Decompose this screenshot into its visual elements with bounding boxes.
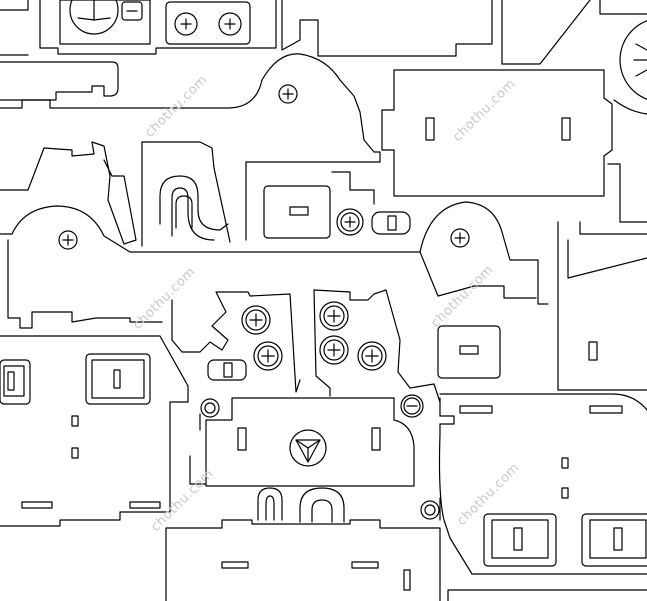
u-clip-icon bbox=[257, 487, 283, 521]
tri-spoke-hub-icon bbox=[289, 429, 327, 467]
watermark-text: chothu.com bbox=[130, 264, 198, 332]
right-edge-part bbox=[607, 99, 647, 223]
screw-hole-plus-icon bbox=[319, 335, 349, 365]
watermark-text: chothu.com bbox=[148, 466, 216, 534]
middle-band-part bbox=[0, 201, 549, 329]
screw-hole-plus-icon bbox=[174, 12, 198, 36]
screw-hole-plus-icon bbox=[336, 208, 364, 236]
left-bracket-strip bbox=[0, 53, 381, 241]
screw-hole-plus-icon bbox=[278, 84, 298, 104]
motor-box-right bbox=[437, 325, 501, 379]
top-left-part bbox=[0, 0, 277, 56]
minus-screw-icon bbox=[400, 394, 424, 418]
minus-screw-icon bbox=[420, 500, 440, 520]
screw-hole-plus-icon bbox=[241, 305, 271, 335]
gear-bracket-left bbox=[171, 291, 301, 393]
top-right-wheel bbox=[599, 0, 647, 100]
slot-icon bbox=[207, 359, 247, 381]
slot-icon bbox=[371, 211, 411, 235]
screw-hole-plus-icon bbox=[450, 228, 470, 248]
minus-screw-icon bbox=[200, 398, 220, 418]
watermark-text: chothu.com bbox=[142, 72, 210, 140]
top-middle-part bbox=[281, 0, 591, 65]
left-lower-panel bbox=[0, 335, 189, 527]
center-lower-box bbox=[189, 397, 415, 487]
u-clip-icon bbox=[175, 195, 193, 229]
right-lower-panel bbox=[438, 393, 647, 575]
screw-hole-plus-icon bbox=[218, 12, 242, 36]
bottom-panel bbox=[165, 519, 647, 601]
gear-bracket-right bbox=[313, 289, 441, 403]
watermark-text: chothu.com bbox=[450, 76, 518, 144]
screw-hole-plus-icon bbox=[319, 301, 349, 331]
small-motor-part bbox=[263, 171, 375, 239]
watermark-text: chothu.com bbox=[454, 460, 522, 528]
u-clip-icon bbox=[299, 487, 345, 523]
screw-hole-plus-icon bbox=[58, 230, 78, 250]
screw-hole-plus-icon bbox=[253, 341, 283, 371]
right-wedge-part bbox=[557, 221, 647, 391]
center-box-part bbox=[381, 69, 613, 197]
left-claw-part bbox=[0, 141, 231, 247]
watermark-text: chothu.com bbox=[428, 262, 496, 330]
screw-hole-plus-icon bbox=[357, 341, 387, 371]
